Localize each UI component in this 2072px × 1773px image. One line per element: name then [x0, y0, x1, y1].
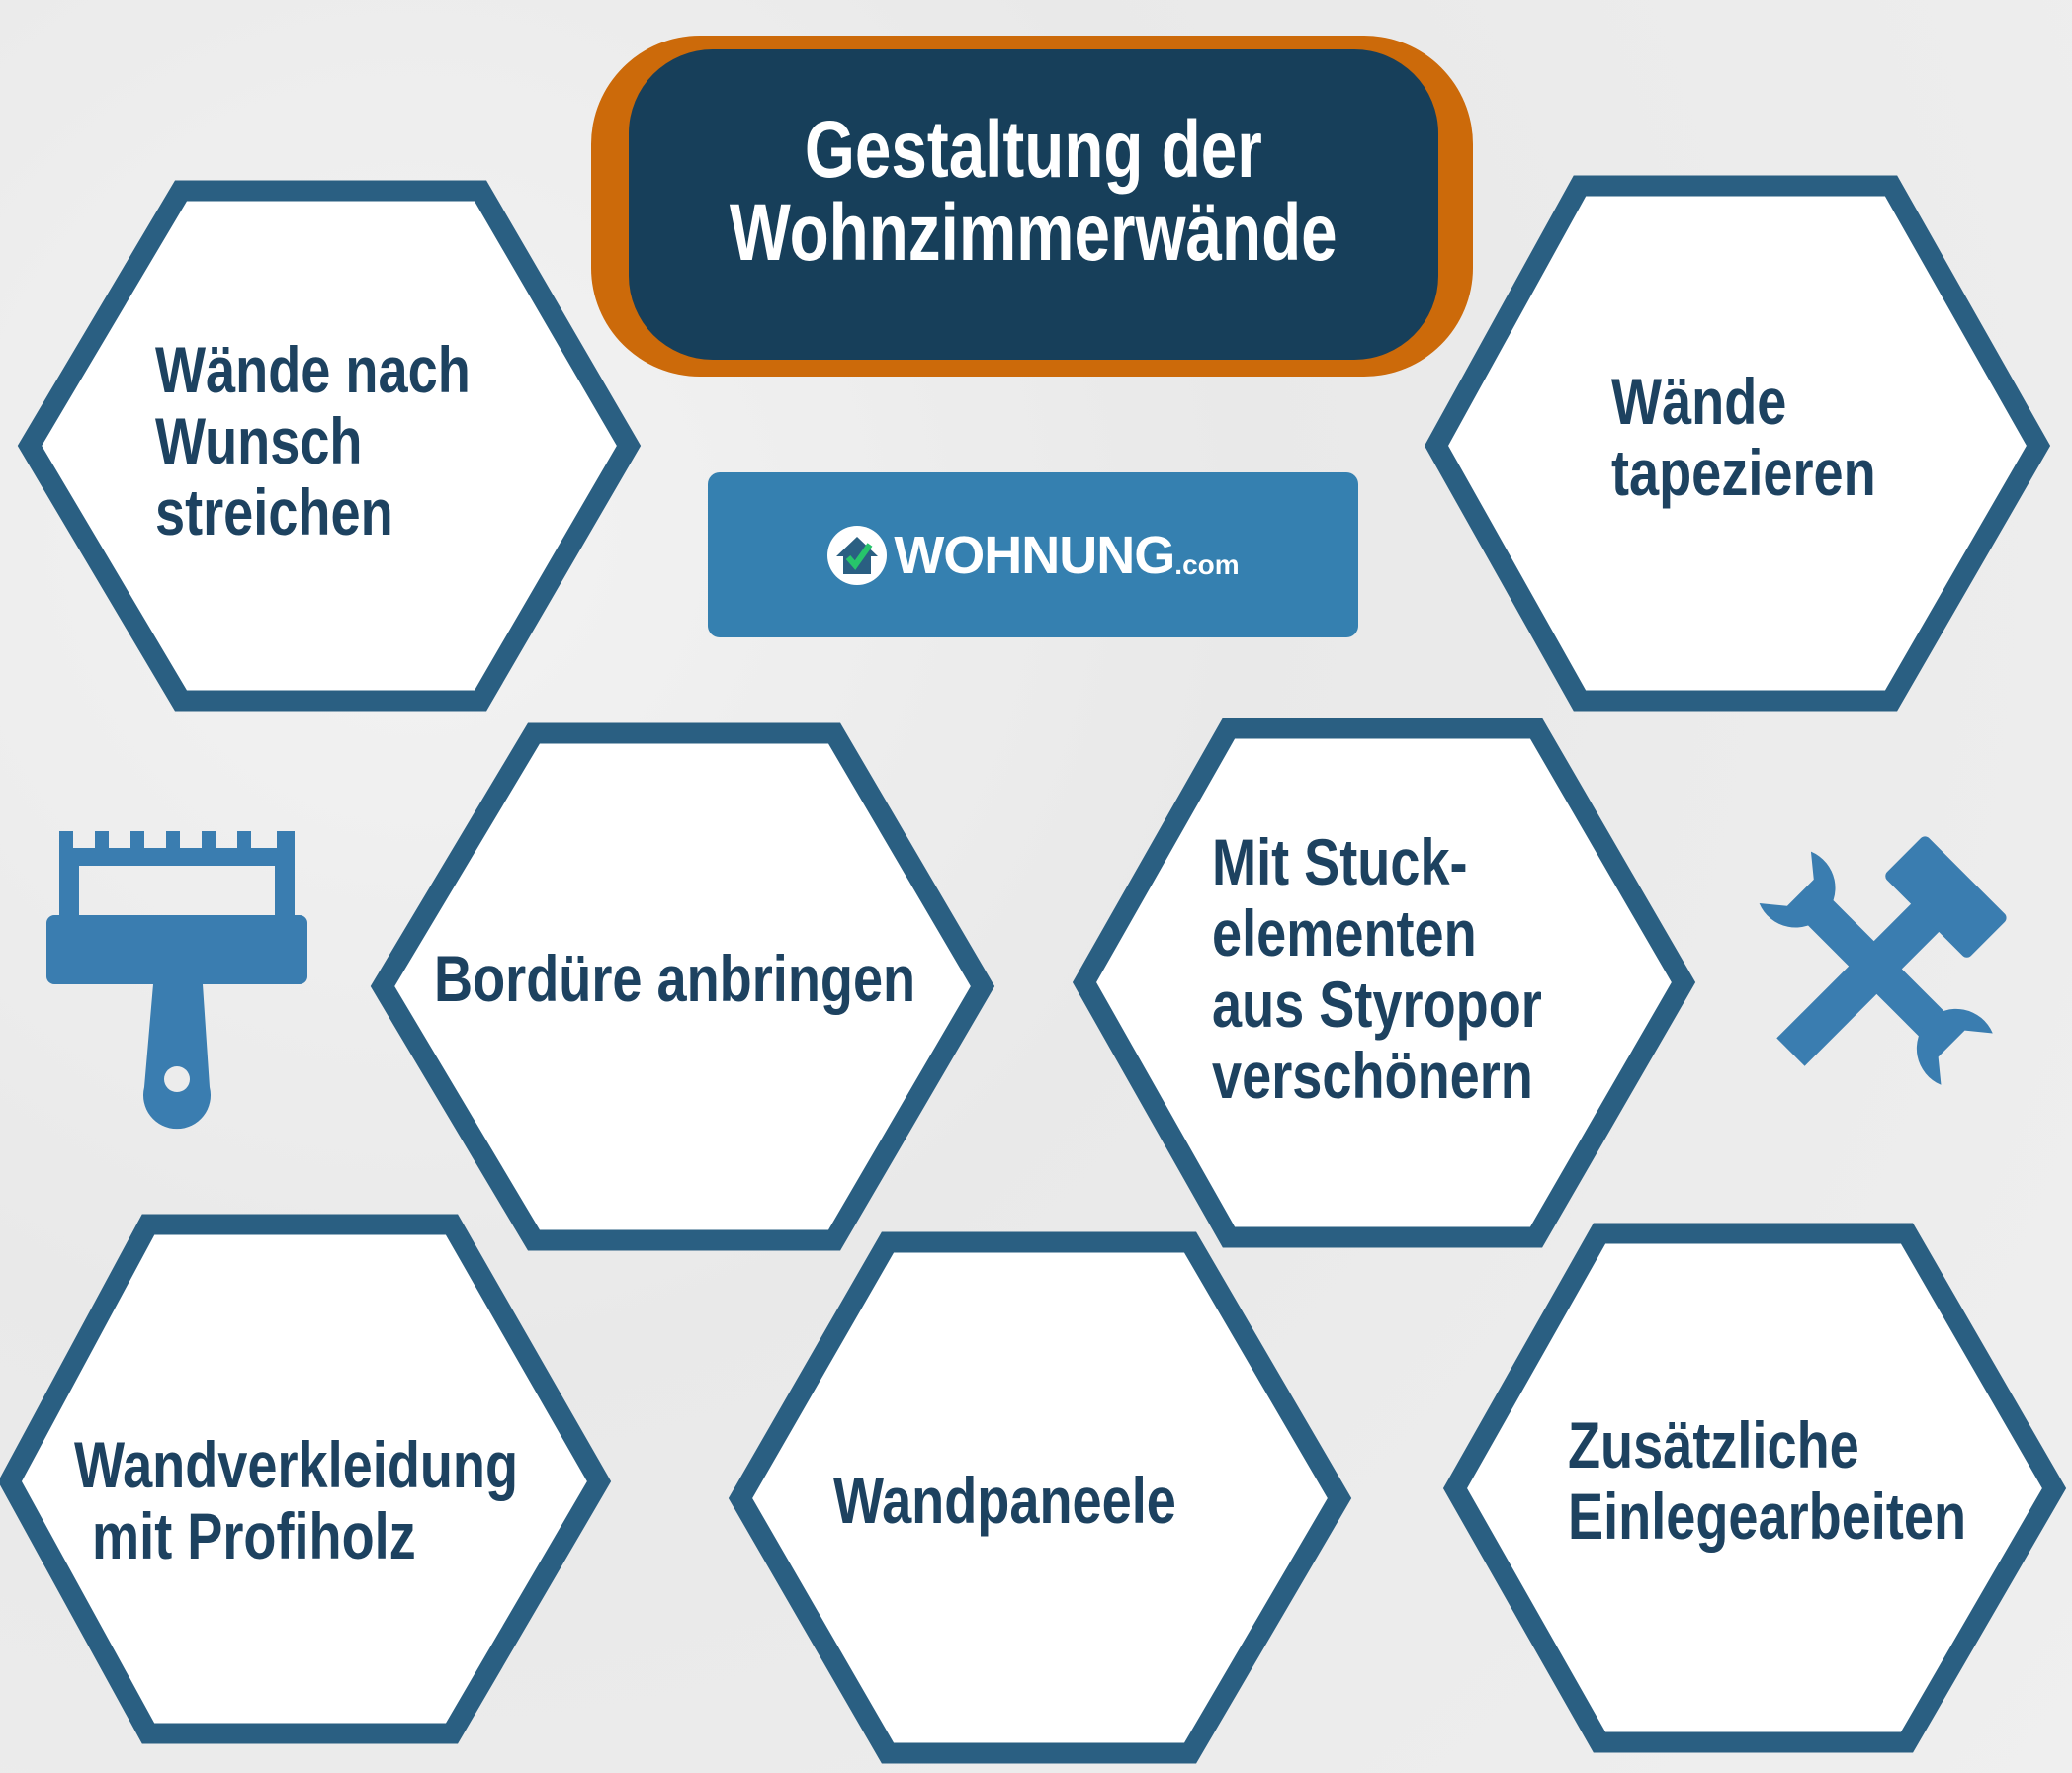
- hex-line: Wunsch: [155, 404, 363, 477]
- logo-brand: WOHNUNG: [894, 525, 1175, 585]
- hex-line: Zusätzliche: [1568, 1408, 1859, 1481]
- paint-brush-icon: [46, 831, 307, 1130]
- hex-line: Bordüre anbringen: [434, 942, 916, 1015]
- house-check-icon: [827, 525, 888, 585]
- hex-line: Einlegearbeiten: [1568, 1479, 1967, 1553]
- hexagon-3: [370, 722, 995, 1251]
- hexagon-4-text: Mit Stuck- elementen aus Styropor versch…: [1212, 826, 1542, 1111]
- hex-line: verschönern: [1212, 1039, 1533, 1112]
- title-line-1: Gestaltung der: [805, 105, 1262, 195]
- hexagon-2-text: Wände tapezieren: [1611, 366, 1876, 508]
- hex-line: tapezieren: [1611, 436, 1876, 509]
- hexagon-4: [1072, 718, 1696, 1248]
- hexagon-5-text: Wandverkleidung mit Profiholz: [74, 1429, 518, 1571]
- hexagon-6-text: Wandpaneele: [833, 1465, 1176, 1536]
- hexagon-5: [0, 1214, 612, 1744]
- logo-suffix: .com: [1174, 549, 1240, 580]
- hex-line: aus Styropor: [1212, 968, 1542, 1041]
- hexagon-6: [728, 1231, 1352, 1764]
- hexagon-7: [1442, 1223, 2067, 1753]
- hex-line: Wände: [1611, 365, 1787, 438]
- hexagon-1: [17, 180, 642, 712]
- hex-line: Wände nach: [155, 333, 471, 406]
- hexagon-3-text: Bordüre anbringen: [434, 943, 915, 1014]
- hex-line: mit Profiholz: [92, 1499, 416, 1572]
- brand-logo: WOHNUNG .com: [708, 472, 1358, 637]
- hex-line: Wandpaneele: [833, 1464, 1176, 1537]
- tools-icon: [1759, 836, 2007, 1085]
- title-box: [629, 49, 1438, 360]
- title-line-2: Wohnzimmerwände: [730, 188, 1338, 278]
- hexagon-1-text: Wände nach Wunsch streichen: [155, 334, 471, 548]
- page-title: Gestaltung der Wohnzimmerwände: [629, 109, 1438, 275]
- hex-line: Mit Stuck-: [1212, 825, 1468, 898]
- hexagon-2: [1424, 175, 2051, 712]
- hexagon-7-text: Zusätzliche Einlegearbeiten: [1568, 1409, 1966, 1552]
- hex-line: Wandverkleidung: [74, 1428, 519, 1501]
- hex-line: elementen: [1212, 896, 1477, 970]
- hex-line: streichen: [155, 475, 393, 549]
